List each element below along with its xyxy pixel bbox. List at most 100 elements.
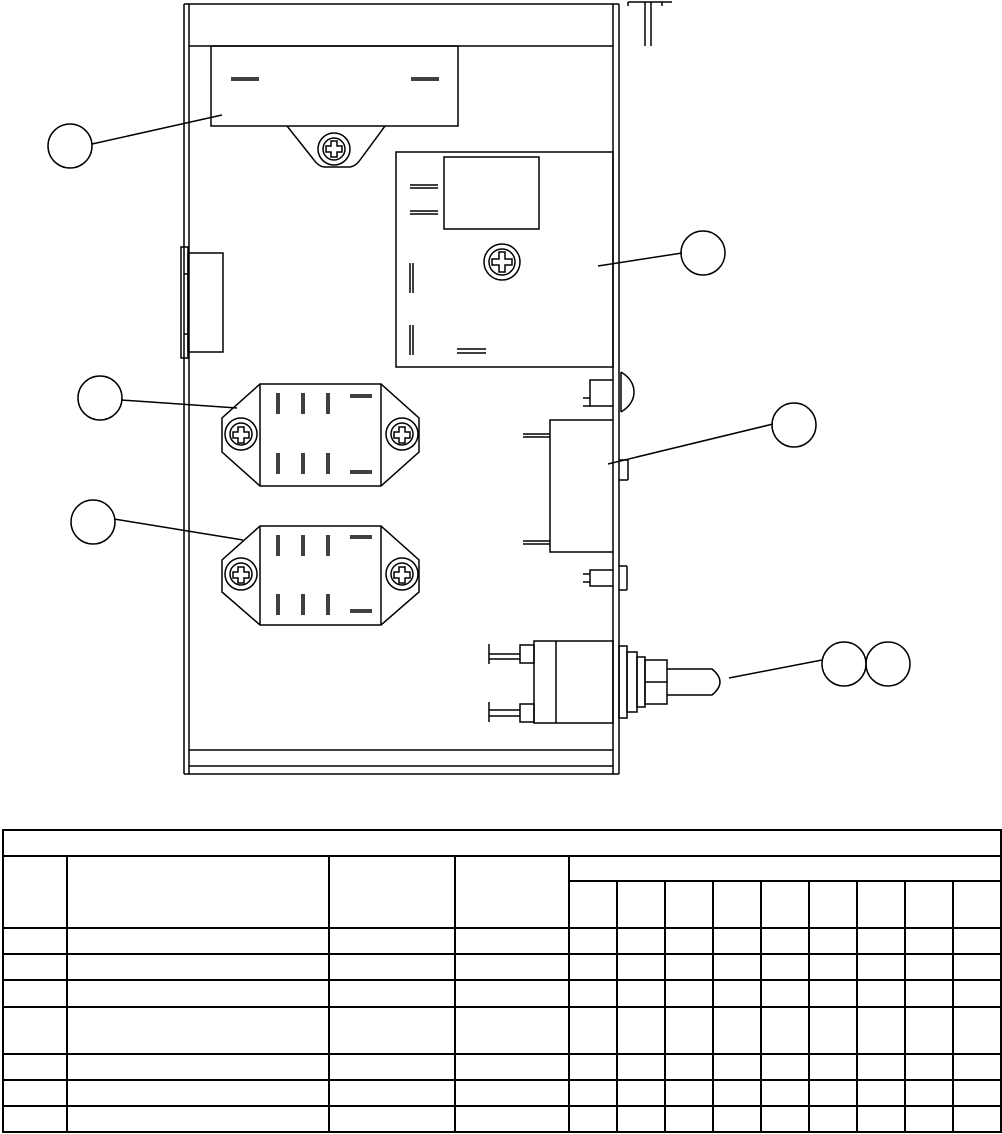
table-cell — [904, 1052, 954, 1081]
table-cell — [616, 1104, 666, 1134]
table-cell — [951, 953, 1002, 982]
callout-2 — [680, 230, 726, 276]
table-cell — [760, 1104, 810, 1134]
top-component — [210, 45, 459, 168]
sub-header — [616, 880, 666, 930]
table-cell — [712, 1104, 762, 1134]
table-cell — [760, 1078, 810, 1107]
relay-lower — [221, 525, 420, 626]
table-cell — [760, 927, 810, 956]
table-cell — [664, 927, 714, 956]
table-cell — [328, 953, 456, 982]
table-cell — [454, 953, 570, 982]
table-cell — [568, 1005, 618, 1055]
table-cell — [454, 979, 570, 1008]
callout-6b — [865, 641, 911, 687]
table-cell — [664, 1005, 714, 1055]
table-cell — [951, 1078, 1002, 1107]
table-cell — [904, 927, 954, 956]
table-cell — [712, 953, 762, 982]
callout-4 — [70, 499, 116, 545]
table-cell — [664, 979, 714, 1008]
sub-header — [808, 880, 858, 930]
table-cell — [808, 1078, 858, 1107]
table-cell — [66, 1104, 330, 1134]
table-cell — [712, 1078, 762, 1107]
table-cell — [904, 979, 954, 1008]
table-cell — [66, 953, 330, 982]
table-cell — [2, 927, 68, 956]
table-cell — [951, 927, 1002, 956]
table-cell — [66, 1052, 330, 1081]
table-cell — [904, 953, 954, 982]
table-cell — [2, 1104, 68, 1134]
header-item — [2, 855, 68, 930]
table-cell — [328, 1078, 456, 1107]
table-cell — [760, 953, 810, 982]
table-cell — [904, 1005, 954, 1055]
table-cell — [66, 979, 330, 1008]
table-cell — [664, 1104, 714, 1134]
table-row — [2, 1104, 1002, 1134]
table-cell — [66, 1078, 330, 1107]
table-cell — [951, 1104, 1002, 1134]
table-cell — [616, 927, 666, 956]
table-cell — [328, 979, 456, 1008]
table-cell — [568, 927, 618, 956]
table-cell — [856, 927, 906, 956]
table-cell — [808, 1052, 858, 1081]
table-cell — [2, 979, 68, 1008]
table-cell — [808, 1005, 858, 1055]
table-cell — [664, 1052, 714, 1081]
table-cell — [712, 1005, 762, 1055]
table-cell — [856, 953, 906, 982]
relay-upper — [221, 383, 420, 487]
callout-6a — [821, 641, 867, 687]
table-cell — [616, 1005, 666, 1055]
sub-header — [760, 880, 810, 930]
table-cell — [712, 1052, 762, 1081]
table-cell — [328, 1005, 456, 1055]
table-cell — [568, 1052, 618, 1081]
table-cell — [328, 1052, 456, 1081]
table-cell — [808, 927, 858, 956]
toggle-switch — [488, 640, 721, 724]
table-cell — [454, 1052, 570, 1081]
table-cell — [328, 1104, 456, 1134]
table-row — [2, 1078, 1002, 1107]
table-cell — [568, 1078, 618, 1107]
table-cell — [616, 1052, 666, 1081]
table-row — [2, 953, 1002, 982]
sub-header — [664, 880, 714, 930]
table-cell — [568, 953, 618, 982]
sub-header — [712, 880, 762, 930]
table-cell — [712, 927, 762, 956]
table-cell — [454, 1005, 570, 1055]
header-col-3 — [328, 855, 456, 930]
table-cell — [856, 979, 906, 1008]
control-box-drawing — [47, 1, 911, 775]
table-cell — [808, 953, 858, 982]
leader-lines — [91, 114, 823, 679]
callout-circles — [47, 123, 911, 687]
table-cell — [454, 927, 570, 956]
table-cell — [2, 1005, 68, 1055]
relay-board — [395, 151, 614, 368]
table-cell — [2, 1078, 68, 1107]
table-cell — [712, 979, 762, 1008]
table-cell — [856, 1005, 906, 1055]
callout-3 — [77, 375, 123, 421]
sub-header — [951, 880, 1002, 930]
table-cell — [664, 1078, 714, 1107]
side-component — [523, 371, 635, 591]
table-cell — [808, 979, 858, 1008]
header-group — [567, 855, 1002, 883]
sub-header — [856, 880, 906, 930]
table-cell — [2, 1052, 68, 1081]
table-cell — [616, 953, 666, 982]
enclosure — [183, 1, 672, 775]
sub-header — [904, 880, 954, 930]
header-description — [66, 855, 330, 930]
table-cell — [856, 1052, 906, 1081]
table-cell — [568, 1104, 618, 1134]
